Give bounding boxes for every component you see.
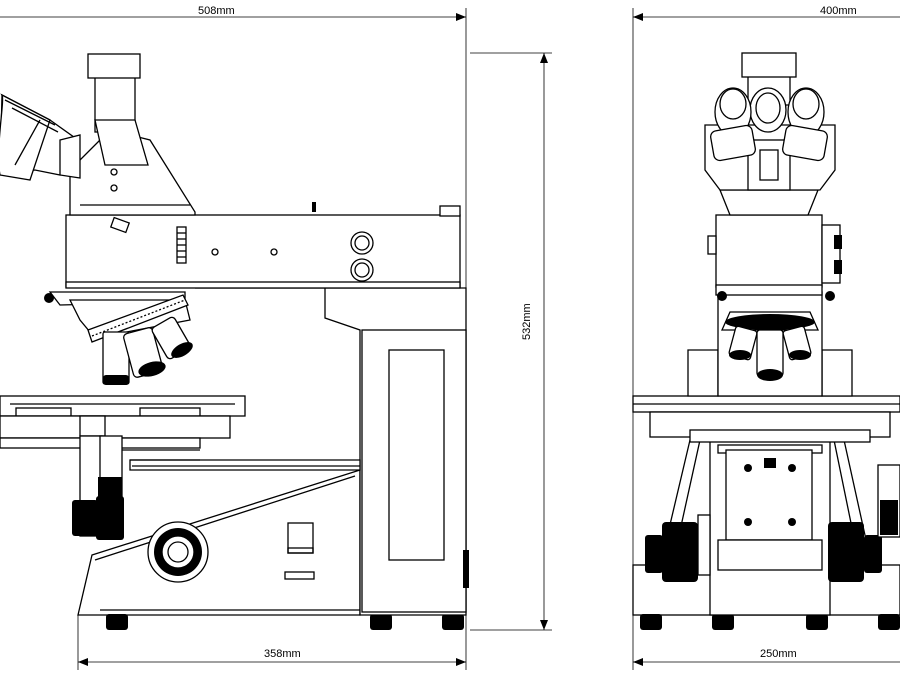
front-base-label: 250mm bbox=[760, 648, 797, 660]
microscope-side-view bbox=[0, 53, 469, 630]
side-width-label: 508mm bbox=[198, 5, 235, 17]
height-label: 532mm bbox=[521, 303, 533, 340]
side-base-label: 358mm bbox=[264, 648, 301, 660]
front-width-label: 400mm bbox=[820, 5, 857, 17]
microscope-front-view bbox=[632, 52, 900, 630]
dimension-lines bbox=[0, 8, 900, 670]
